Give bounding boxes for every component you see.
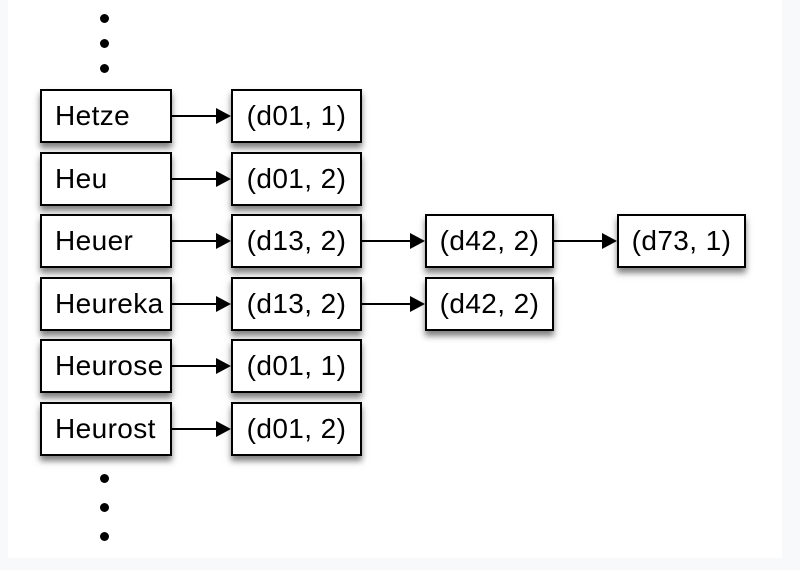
posting-box: (d01, 2): [231, 402, 362, 456]
arrow-right-icon: [554, 232, 617, 249]
arrow-right-icon: [172, 232, 231, 249]
term-box: Heuer: [40, 214, 172, 268]
ellipsis-top-dot-icon: [100, 64, 109, 73]
term-label: Heurose: [55, 350, 164, 381]
ellipsis-bottom-dot-icon: [100, 503, 109, 512]
posting-label: (d01, 2): [246, 163, 347, 194]
posting-label: (d13, 2): [246, 288, 347, 319]
posting-box: (d01, 1): [231, 89, 362, 143]
ellipsis-bottom-dot-icon: [100, 532, 109, 541]
posting-box: (d01, 1): [231, 339, 362, 393]
arrow-right-icon: [172, 420, 231, 437]
term-box: Heurose: [40, 339, 172, 393]
posting-box: (d13, 2): [231, 277, 362, 331]
posting-label: (d01, 1): [246, 350, 347, 381]
arrow-right-icon: [362, 232, 425, 249]
posting-box: (d01, 2): [231, 152, 362, 206]
ellipsis-top-dot-icon: [100, 39, 109, 48]
posting-label: (d42, 2): [439, 225, 540, 256]
arrow-right-icon: [172, 107, 231, 124]
posting-label: (d42, 2): [439, 288, 540, 319]
arrow-right-icon: [362, 295, 425, 312]
posting-box: (d73, 1): [617, 214, 746, 268]
arrow-right-icon: [172, 357, 231, 374]
ellipsis-top-dot-icon: [100, 14, 109, 23]
ellipsis-bottom-dot-icon: [100, 474, 109, 483]
term-label: Heu: [55, 163, 108, 194]
term-label: Heureka: [55, 288, 164, 319]
posting-label: (d01, 1): [246, 100, 347, 131]
arrow-right-icon: [172, 170, 231, 187]
term-label: Heuer: [55, 225, 134, 256]
term-box: Hetze: [40, 89, 172, 143]
arrow-right-icon: [172, 295, 231, 312]
posting-label: (d13, 2): [246, 225, 347, 256]
posting-label: (d73, 1): [631, 225, 732, 256]
term-label: Hetze: [55, 100, 131, 131]
term-label: Heurost: [55, 413, 156, 444]
posting-box: (d13, 2): [231, 214, 362, 268]
term-box: Heurost: [40, 402, 172, 456]
term-box: Heureka: [40, 277, 172, 331]
term-box: Heu: [40, 152, 172, 206]
posting-label: (d01, 2): [246, 413, 347, 444]
posting-box: (d42, 2): [425, 214, 554, 268]
posting-box: (d42, 2): [425, 277, 554, 331]
